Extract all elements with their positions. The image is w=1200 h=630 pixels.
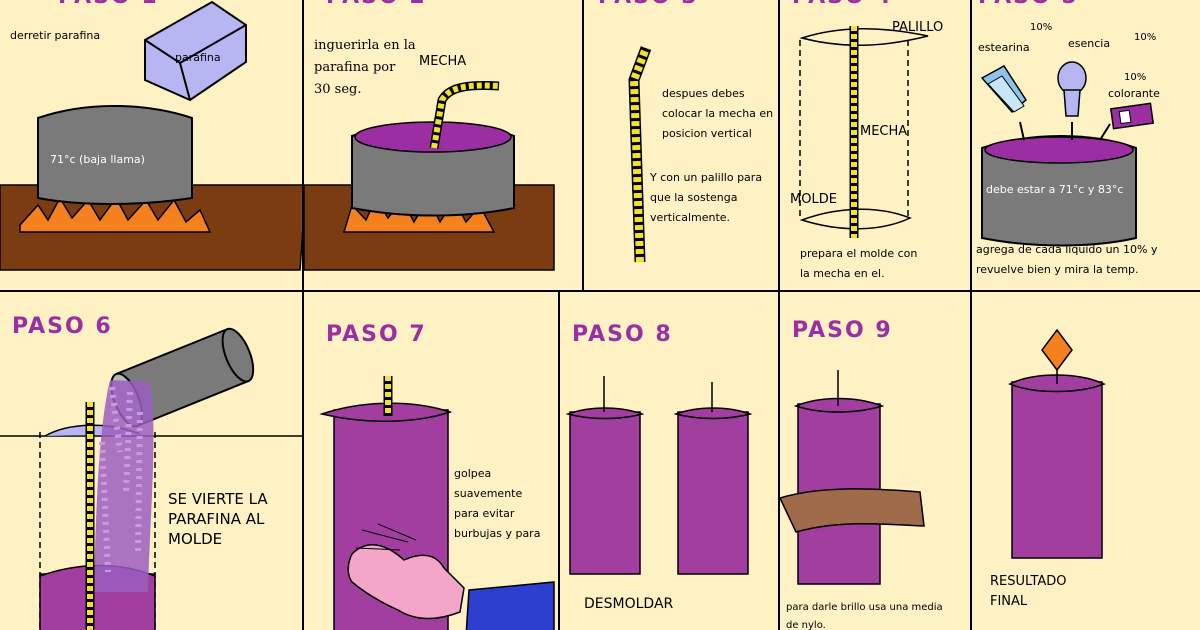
tapping-candle-illustration	[319, 376, 555, 630]
panel-paso-1: PASO 1 derretir parafina parafina 71°c (…	[0, 0, 304, 292]
panel-text: parafina	[175, 51, 221, 64]
panel-text: Y con un palillo para	[650, 171, 763, 184]
panel-text: agrega de cada liquido un 10% y	[976, 243, 1158, 256]
panel-text: prepara el molde con	[800, 247, 918, 260]
stearin-label: estearina	[978, 41, 1030, 54]
stick-label: PALILLO	[892, 20, 944, 35]
panel-paso-2: PASO 2 inguerirla en la parafina por 30 …	[302, 0, 586, 292]
panel-heading: PASO 5	[978, 0, 1079, 9]
panel-paso-7: PASO 7 golpea suavemente para evitar bur…	[302, 290, 562, 630]
temperature-label: 71°c (baja llama)	[50, 153, 145, 166]
essence-label: esencia	[1068, 37, 1111, 50]
panel-text: 30 seg.	[314, 82, 362, 97]
panel-text: despues debes	[662, 87, 745, 100]
panel-heading: PASO 8	[572, 322, 673, 347]
panel-heading: PASO 2	[326, 0, 427, 9]
panel-resultado-final: RESULTADO FINAL	[970, 290, 1200, 630]
panel-text: de nylo.	[786, 620, 826, 630]
wick-dip-illustration	[304, 81, 555, 271]
panel-paso-8: PASO 8 DESMOLDAR	[558, 290, 782, 630]
colorant-label: colorante	[1108, 87, 1160, 100]
panel-text: DESMOLDAR	[584, 596, 674, 612]
panel-text: burbujas y para	[454, 527, 541, 540]
temperature-label: debe estar a 71°c y 83°c	[986, 183, 1124, 196]
mold-with-wick-illustration	[799, 26, 929, 238]
additives-illustration	[980, 61, 1155, 247]
wick-label: MECHA	[419, 54, 467, 69]
panel-heading: PASO 9	[792, 318, 893, 343]
pouring-illustration	[0, 327, 302, 630]
finished-candle-illustration	[1008, 328, 1106, 559]
unmolding-illustration	[565, 376, 753, 575]
panel-text: inguerirla en la	[314, 38, 416, 53]
panel-paso-6: PASO 6 SE VIERTE LA PARAFINA AL MOLDE	[0, 290, 304, 630]
panel-text: PARAFINA AL	[168, 510, 265, 528]
panel-text: verticalmente.	[650, 211, 731, 224]
panel-paso-5: PASO 5 10% estearina esencia 10% 10% col…	[970, 0, 1200, 292]
panel-text: golpea	[454, 467, 492, 480]
result-label: RESULTADO	[990, 574, 1067, 589]
percent-label: 10%	[1134, 32, 1157, 43]
panel-heading: PASO 4	[792, 0, 893, 9]
panel-heading: PASO 3	[598, 0, 699, 9]
panel-text: parafina por	[314, 60, 396, 75]
panel-text: para darle brillo usa una media	[786, 602, 943, 613]
panel-paso-4: PASO 4 PALILLO MECHA MOLDE prepara el mo…	[778, 0, 974, 292]
panel-text: SE VIERTE LA	[168, 490, 268, 508]
panel-text: MOLDE	[168, 530, 223, 548]
panel-text: colocar la mecha en	[662, 107, 774, 120]
panel-text: que la sostenga	[650, 191, 738, 204]
panel-heading: PASO 7	[326, 322, 427, 347]
panel-heading: PASO 6	[12, 314, 113, 339]
wick-label: MECHA	[860, 124, 908, 139]
wick-illustration	[628, 46, 652, 263]
pot-on-stove-illustration	[0, 0, 302, 271]
panel-paso-9: PASO 9 para darle brillo usa una media d…	[778, 290, 974, 630]
panel-heading: PASO 1	[58, 0, 159, 9]
panel-text: la mecha en el.	[800, 267, 885, 280]
percent-label: 10%	[1030, 22, 1053, 33]
panel-paso-3: PASO 3 despues debes colocar la mecha en…	[582, 0, 782, 292]
panel-text: posicion vertical	[662, 127, 752, 140]
panel-text: para evitar	[454, 507, 515, 520]
panel-text: revuelve bien y mira la temp.	[976, 263, 1139, 276]
result-label: FINAL	[990, 594, 1028, 609]
panel-text: suavemente	[454, 487, 523, 500]
percent-label: 10%	[1124, 72, 1147, 83]
panel-text: derretir parafina	[10, 29, 101, 42]
polishing-illustration	[780, 370, 925, 585]
mold-label: MOLDE	[790, 192, 837, 207]
